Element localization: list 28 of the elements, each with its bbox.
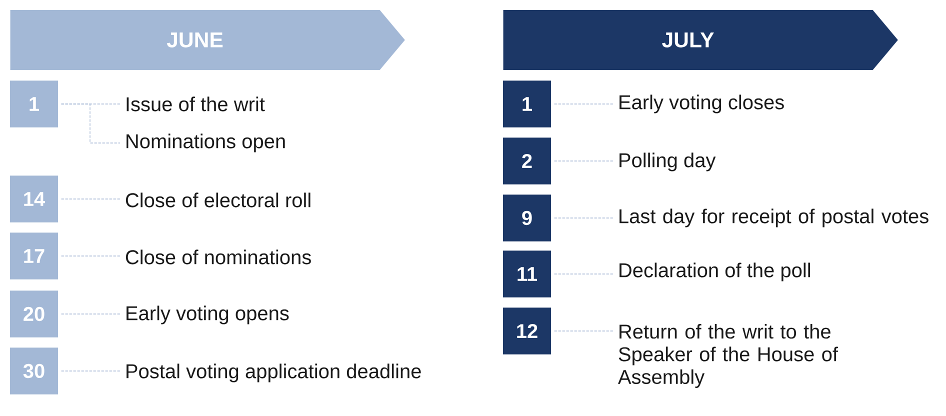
date-box: 30	[10, 348, 58, 394]
event-label: Early voting closes	[620, 94, 784, 114]
event-label: Last day for receipt of postal votes	[620, 208, 928, 228]
date-box: 20	[10, 290, 58, 338]
leader-line	[554, 330, 614, 332]
event-label: Polling day	[620, 152, 716, 172]
leader-line	[554, 160, 614, 162]
event-label: Early voting opens	[126, 306, 289, 324]
event-label: Declaration of the poll	[620, 262, 810, 282]
event-label: Nominations open	[126, 134, 285, 152]
date-box: 11	[503, 250, 551, 298]
event-label: Close of nominations	[126, 250, 311, 264]
date-box: 1	[503, 80, 551, 128]
event-label: Issue of the writ	[126, 96, 265, 112]
date-box: 2	[503, 138, 551, 184]
month-banner: JUNE	[10, 10, 405, 70]
event-label: Postal voting application deadline	[126, 364, 421, 382]
date-box: 14	[10, 176, 58, 222]
date-box: 9	[503, 194, 551, 242]
leader-line	[60, 104, 120, 144]
leader-line	[60, 198, 120, 200]
date-box: 17	[10, 232, 58, 280]
date-box: 12	[503, 308, 551, 354]
event-label: Close of electoral roll	[126, 192, 310, 208]
event-label: Return of the writ to the Speaker of the House of Assembly	[618, 324, 838, 388]
month-banner: JULY	[503, 10, 898, 70]
date-box: 1	[10, 80, 58, 128]
leader-line	[60, 370, 120, 372]
